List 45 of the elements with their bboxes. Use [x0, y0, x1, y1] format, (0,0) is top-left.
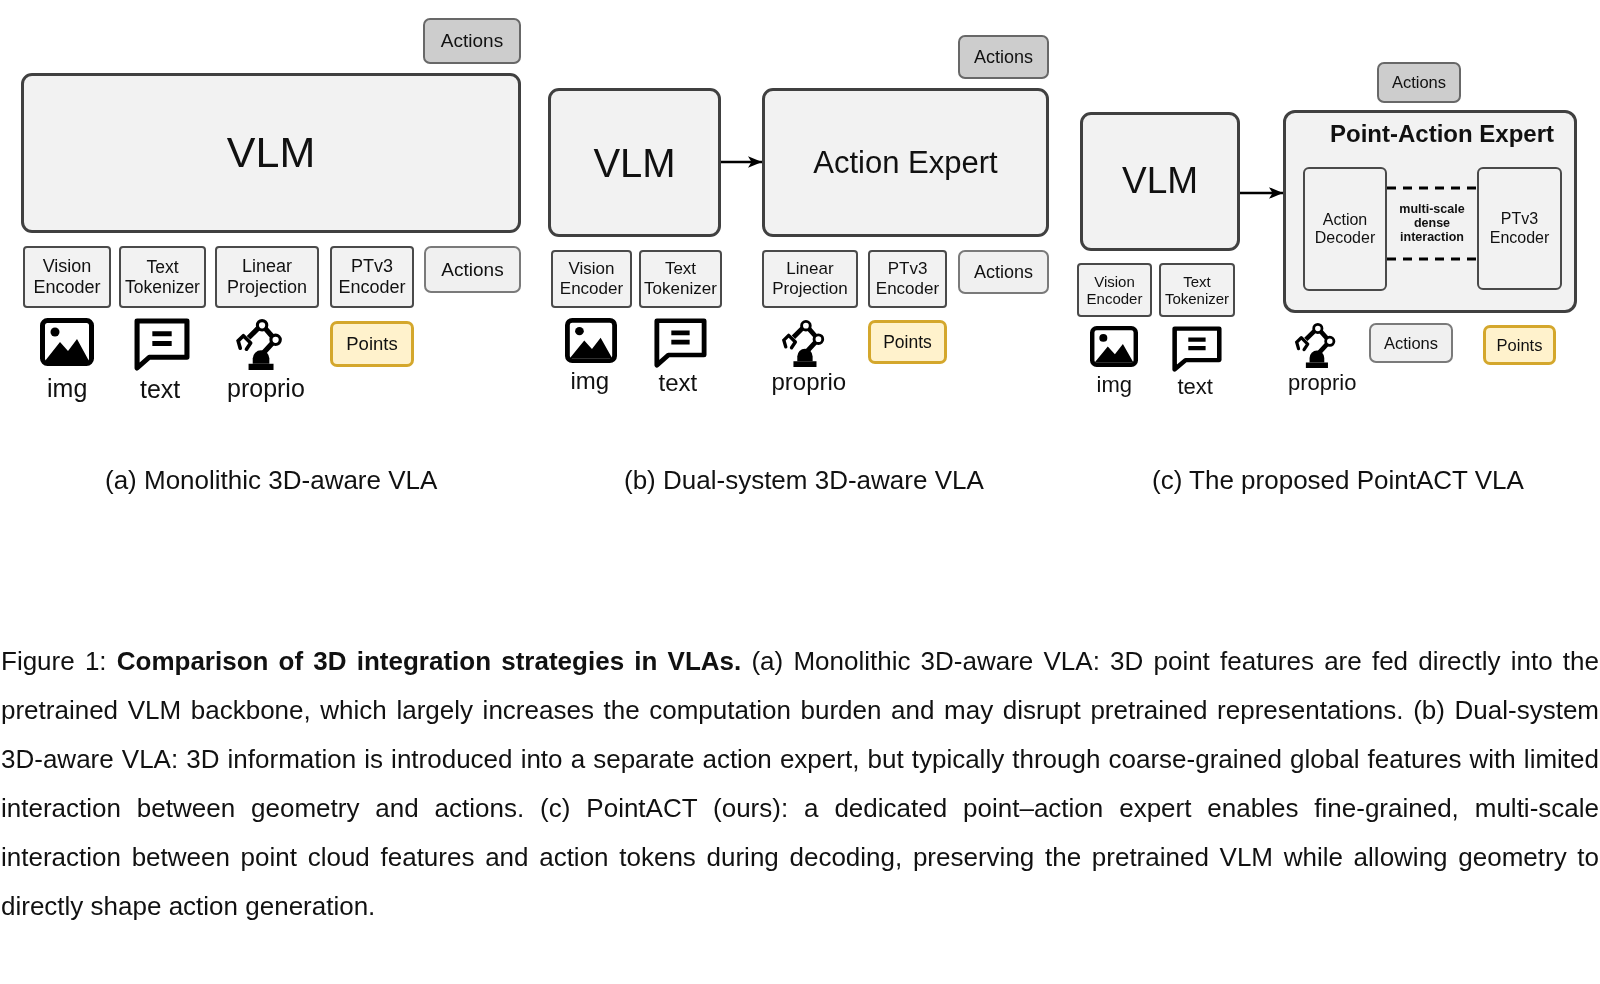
panel-title: Point-Action Expert — [1330, 120, 1554, 148]
input-label: img — [1096, 371, 1132, 397]
encoder-box: Linear Projection — [215, 246, 319, 308]
input-label: proprio — [1288, 369, 1357, 395]
input-label: text — [140, 374, 181, 404]
model-block: VLM — [1080, 112, 1240, 251]
output-token-box: Actions — [958, 35, 1049, 79]
arrow — [1240, 187, 1283, 199]
encoder-box: PTv3 Encoder — [868, 250, 947, 308]
point-token-box: Points — [1483, 325, 1556, 365]
point-token-box: Points — [868, 320, 947, 364]
encoder-box: Text Tokenizer — [1159, 263, 1235, 317]
input-label: img — [570, 367, 610, 395]
figure-caption: Figure 1: Comparison of 3D integration strategies in VLAs. (a) Monolithic 3D-aware VLA: 3D point features are fed directly into the pretrained VLM backbone, which largely increases the computation burden and may disrupt pretrained representations. (b) Dual-system 3D-aware VLA: 3D information is introduced into a separate action expert, but typically through coarse-grained global features with limited interaction between geometry and actions. (c) PointACT (ours): a dedicated point–action expert enables fine-grained, multi-scale interaction between point cloud features and action tokens during decoding, preserving the pretrained VLM while allowing geometry to directly shape action generation. — [1, 645, 1599, 923]
expert-panel — [1283, 110, 1577, 313]
input-label: text — [658, 369, 698, 397]
encoder-box: Linear Projection — [762, 250, 858, 308]
model-block: VLM — [21, 73, 521, 233]
dashed-line — [1387, 186, 1477, 190]
dashed-line — [1387, 257, 1477, 261]
encoder-box: Vision Encoder — [1077, 263, 1152, 317]
encoder-box: Vision Encoder — [551, 250, 632, 308]
encoder-box: Vision Encoder — [23, 246, 111, 308]
encoder-box: Text Tokenizer — [639, 250, 722, 308]
subfigure-caption: (b) Dual-system 3D-aware VLA — [624, 466, 984, 496]
model-block: Action Expert — [762, 88, 1049, 237]
output-token-box: Actions — [1377, 62, 1461, 103]
subfigure-caption: (c) The proposed PointACT VLA — [1152, 466, 1524, 496]
module-block: PTv3 Encoder — [1477, 167, 1562, 290]
input-label: img — [47, 373, 88, 403]
input-label: text — [1177, 373, 1213, 399]
output-token-box: Actions — [423, 18, 521, 64]
model-block: VLM — [548, 88, 721, 237]
encoder-box: Text Tokenizer — [119, 246, 206, 308]
action-token-box: Actions — [1369, 323, 1453, 363]
input-label: proprio — [227, 373, 305, 403]
action-token-box: Actions — [424, 246, 521, 293]
point-token-box: Points — [330, 321, 414, 367]
encoder-box: PTv3 Encoder — [330, 246, 414, 308]
module-block: Action Decoder — [1303, 167, 1387, 291]
input-label: proprio — [771, 368, 847, 396]
action-token-box: Actions — [958, 250, 1049, 294]
arrow — [721, 156, 762, 168]
interaction-label: multi-scale dense interaction — [1398, 201, 1466, 245]
subfigure-caption: (a) Monolithic 3D-aware VLA — [105, 466, 438, 496]
